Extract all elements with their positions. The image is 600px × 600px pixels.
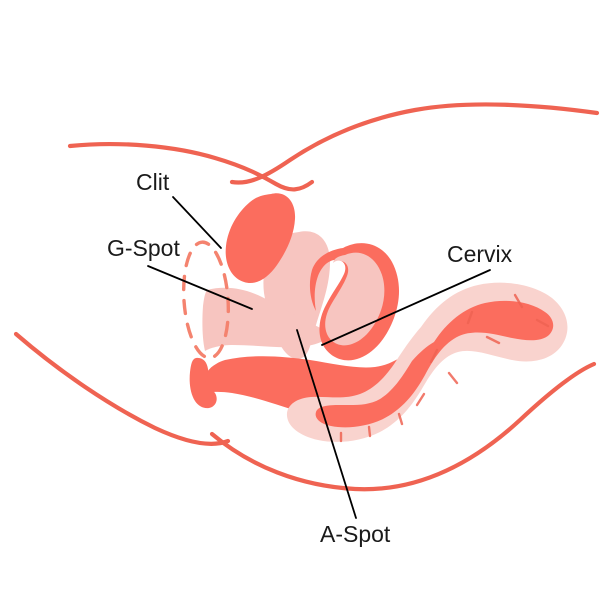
labia-shape xyxy=(189,357,217,409)
rectum-lumen-shape xyxy=(315,300,554,428)
label-a-spot: A-Spot xyxy=(320,521,391,547)
abdomen-contour-path xyxy=(67,141,315,192)
haustra-dash-5 xyxy=(429,348,439,364)
haustra-dash-4 xyxy=(485,335,501,345)
rectum-haustra-group xyxy=(339,293,550,443)
leader-lines-group xyxy=(147,196,491,519)
body-outline-group xyxy=(13,102,600,492)
leader-line-cervix xyxy=(321,269,491,346)
label-g-spot: G-Spot xyxy=(107,235,180,261)
thigh-contour-path xyxy=(13,331,231,446)
clitoris-shape xyxy=(225,193,296,284)
buttock-contour-path xyxy=(209,361,597,492)
labels-group: Clit G-Spot Cervix A-Spot xyxy=(107,169,513,547)
haustra-dash-2 xyxy=(535,318,550,328)
leader-line-clit xyxy=(172,196,222,249)
label-clit: Clit xyxy=(136,169,170,195)
leader-line-g-spot xyxy=(147,265,253,310)
leader-line-a-spot xyxy=(296,329,357,519)
haustra-dash-6 xyxy=(447,371,459,385)
haustra-dash-7 xyxy=(415,392,426,407)
haustra-dash-9 xyxy=(367,425,372,438)
haustra-dash-1 xyxy=(513,293,524,309)
haustra-dash-8 xyxy=(397,412,404,426)
uterine-cavity-shape xyxy=(325,252,385,346)
haustra-dash-3 xyxy=(466,310,474,325)
label-cervix: Cervix xyxy=(447,241,513,267)
upper-back-contour-path xyxy=(229,102,600,185)
